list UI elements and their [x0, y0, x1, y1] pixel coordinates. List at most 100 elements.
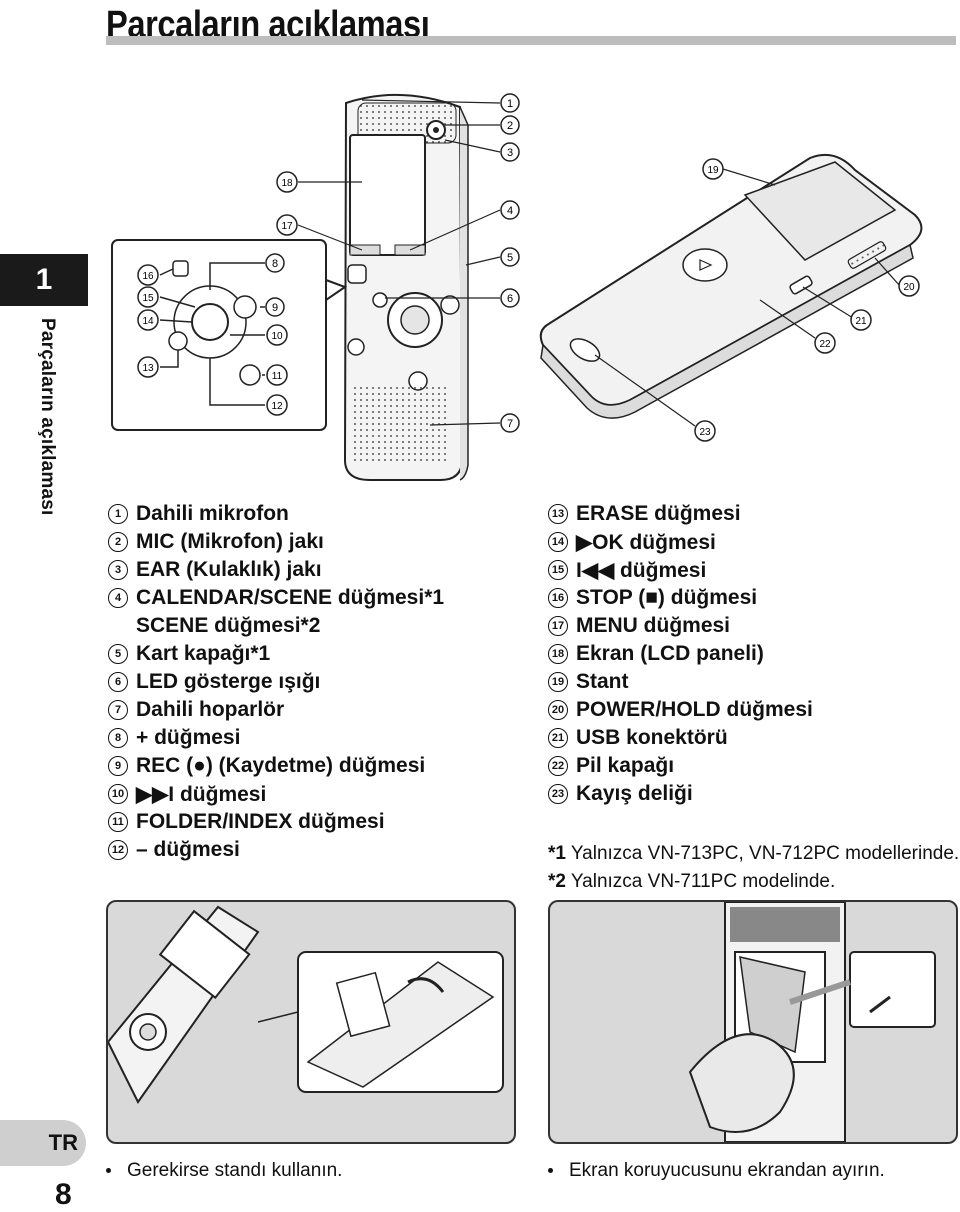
list-item: SCENE düğmesi*2 [108, 612, 444, 640]
page-number: 8 [55, 1178, 72, 1211]
callout-14: 14 [137, 309, 159, 331]
footnote-mark: *2 [548, 871, 566, 892]
item-label: STOP (■) düğmesi [576, 586, 758, 609]
list-item: 19 Stant [548, 668, 813, 696]
list-item: 10▶▶I düğmesi [108, 780, 444, 808]
list-item: 12– düğmesi [108, 836, 444, 864]
svg-text:10: 10 [271, 331, 283, 342]
item-label: ERASE düğmesi [576, 502, 741, 525]
item-number: 1 [108, 504, 128, 524]
item-label: Kart kapağı*1 [136, 642, 271, 665]
item-number: 9 [108, 756, 128, 776]
svg-text:11: 11 [272, 371, 283, 382]
list-item: 1 Dahili mikrofon [108, 500, 444, 528]
svg-text:13: 13 [142, 363, 154, 374]
stand-photo-panel [106, 900, 516, 1144]
item-number: 21 [548, 728, 568, 748]
callout-17: 17 [276, 214, 298, 236]
svg-text:14: 14 [142, 316, 154, 327]
item-number: 20 [548, 700, 568, 720]
callout-12: 12 [266, 394, 288, 416]
item-label: Kayış deliği [576, 782, 693, 805]
item-label: Ekran (LCD paneli) [576, 642, 764, 665]
svg-text:16: 16 [142, 271, 154, 282]
svg-text:23: 23 [699, 427, 711, 438]
back-view-diagram: 19 20 21 22 23 [539, 154, 923, 442]
list-item: 8+ düğmesi [108, 724, 444, 752]
callout-10: 10 [266, 324, 288, 346]
callout-20: 20 [898, 275, 920, 297]
item-label: ▶▶I düğmesi [136, 782, 267, 806]
caption-text: Gerekirse standı kullanın. [127, 1160, 343, 1181]
bullet-icon [548, 1168, 553, 1174]
footnote-text: Yalnızca VN-711PC modelinde. [570, 871, 836, 892]
callout-23: 23 [694, 420, 716, 442]
bullet-icon [106, 1168, 111, 1174]
item-number: 8 [108, 728, 128, 748]
svg-text:15: 15 [142, 293, 154, 304]
callout-4: 4 [500, 200, 520, 220]
item-number: 2 [108, 532, 128, 552]
svg-text:9: 9 [272, 302, 278, 314]
caption-text: Ekran koruyucusunu ekrandan ayırın. [569, 1160, 885, 1181]
item-label: I◀◀ düğmesi [576, 558, 707, 582]
callout-5: 5 [500, 247, 520, 267]
callout-7: 7 [500, 413, 520, 433]
svg-text:3: 3 [507, 147, 513, 159]
callout-11: 11 [266, 364, 288, 386]
item-label: Stant [576, 670, 629, 693]
front-view-diagram: 1 2 3 4 5 6 7 18 17 8 9 10 11 12 16 15 1… [111, 93, 520, 481]
item-number: 6 [108, 672, 128, 692]
stand-caption: Gerekirse standı kullanın. [106, 1160, 342, 1182]
callout-8: 8 [265, 253, 285, 273]
language-badge: TR [0, 1120, 86, 1166]
callout-18: 18 [276, 171, 298, 193]
list-item: 11 FOLDER/INDEX düğmesi [108, 808, 444, 836]
svg-text:19: 19 [707, 165, 719, 176]
item-label: SCENE düğmesi*2 [136, 614, 321, 637]
callout-22: 22 [814, 332, 836, 354]
screen-protector-illustration [688, 902, 936, 1142]
list-item: 14▶OK düğmesi [548, 528, 813, 556]
item-label: USB konektörü [576, 726, 728, 749]
item-number: 19 [548, 672, 568, 692]
callout-1: 1 [500, 93, 520, 113]
list-item: 21 USB konektörü [548, 724, 813, 752]
footnotes: *1 Yalnızca VN-713PC, VN-712PC modelleri… [548, 840, 959, 896]
item-label: EAR (Kulaklık) jakı [136, 558, 322, 581]
item-number: 11 [108, 812, 128, 832]
svg-text:1: 1 [507, 98, 513, 110]
item-number: 12 [108, 840, 128, 860]
svg-text:17: 17 [281, 221, 293, 232]
svg-text:4: 4 [507, 205, 513, 217]
item-label: FOLDER/INDEX düğmesi [136, 810, 385, 833]
item-label: Dahili mikrofon [136, 502, 289, 525]
item-label: Dahili hoparlör [136, 698, 285, 721]
svg-text:8: 8 [272, 258, 278, 270]
callout-21: 21 [850, 309, 872, 331]
item-number: 14 [548, 532, 568, 552]
item-number: 22 [548, 756, 568, 776]
item-number: 5 [108, 644, 128, 664]
item-number: 15 [548, 560, 568, 580]
svg-text:18: 18 [281, 178, 293, 189]
svg-text:2: 2 [507, 120, 513, 132]
svg-text:6: 6 [507, 293, 513, 305]
chapter-tab: 1 [0, 254, 88, 306]
callout-13: 13 [137, 356, 159, 378]
side-chapter-label: Parçaların açıklaması [37, 318, 58, 516]
